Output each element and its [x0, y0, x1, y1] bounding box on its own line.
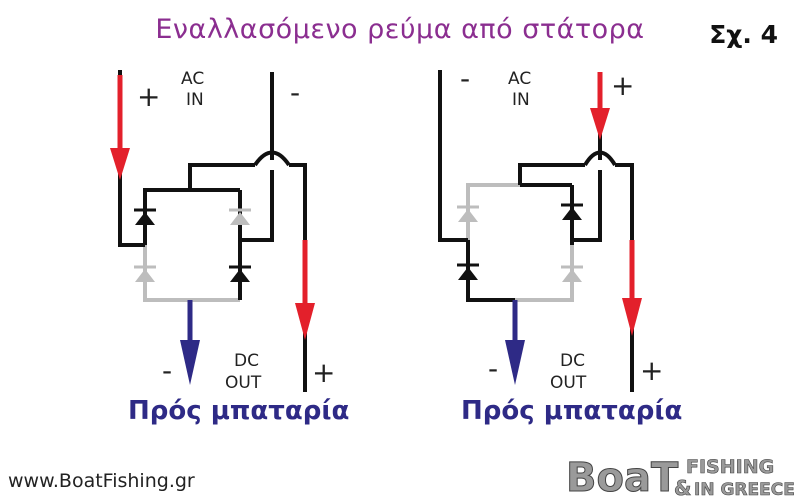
logo-word-boat: BoaT — [566, 455, 679, 497]
circuit-right: - AC IN + - DC OUT + — [438, 62, 663, 393]
diode-inactive-right-1 — [457, 205, 479, 222]
circuit-left: + AC IN - - DC OUT + — [110, 69, 335, 393]
diode-active-right-2 — [561, 203, 583, 220]
arrow-red-out-right — [622, 240, 642, 336]
caption-left: Πρός μπαταρία — [128, 396, 350, 426]
dc-label-right: DC — [560, 351, 585, 371]
arrow-red-in-left — [110, 75, 130, 180]
logo-word-in-greece: IN GREECE — [694, 480, 794, 497]
diode-active-right-1 — [457, 263, 479, 280]
arrow-red-in-right — [590, 72, 610, 140]
diode-inactive-right-2 — [561, 265, 583, 282]
minus-out-left: - — [162, 354, 172, 387]
diode-inactive-left-1 — [134, 265, 156, 282]
caption-right: Πρός μπαταρία — [461, 396, 683, 426]
in-label-right: IN — [512, 90, 530, 110]
active-path-left — [118, 70, 307, 392]
plus-out-left: + — [312, 356, 335, 389]
boatfishing-logo: BoaT FISHING & IN GREECE — [566, 453, 794, 497]
out-label-left: OUT — [225, 373, 262, 393]
inactive-path-left — [143, 195, 242, 302]
arrow-blue-out-right — [505, 300, 525, 385]
plus-in-left: + — [137, 80, 160, 113]
website-url: www.BoatFishing.gr — [8, 470, 195, 492]
minus-out-right: - — [488, 352, 498, 385]
diode-active-left-2 — [229, 265, 251, 282]
minus-in-right: - — [460, 62, 470, 95]
minus-in-left: - — [290, 76, 300, 109]
diode-inactive-left-2 — [229, 208, 251, 225]
plus-in-right: + — [611, 69, 634, 102]
figure-label: Σχ. 4 — [709, 20, 778, 49]
diode-active-left-1 — [134, 208, 156, 225]
logo-word-fishing: FISHING — [686, 456, 774, 478]
dc-label-left: DC — [234, 351, 259, 371]
ac-label-left: AC — [181, 69, 204, 89]
out-label-right: OUT — [550, 373, 587, 393]
inactive-path-right — [466, 183, 574, 302]
ac-label-right: AC — [508, 69, 531, 89]
arrow-red-out-left — [295, 240, 315, 340]
in-label-left: IN — [186, 90, 204, 110]
plus-out-right: + — [640, 354, 663, 387]
logo-ampersand: & — [674, 476, 691, 497]
diagram-title: Εναλλασόμενο ρεύμα από στάτορα — [155, 14, 645, 45]
arrow-blue-out-left — [180, 300, 200, 385]
